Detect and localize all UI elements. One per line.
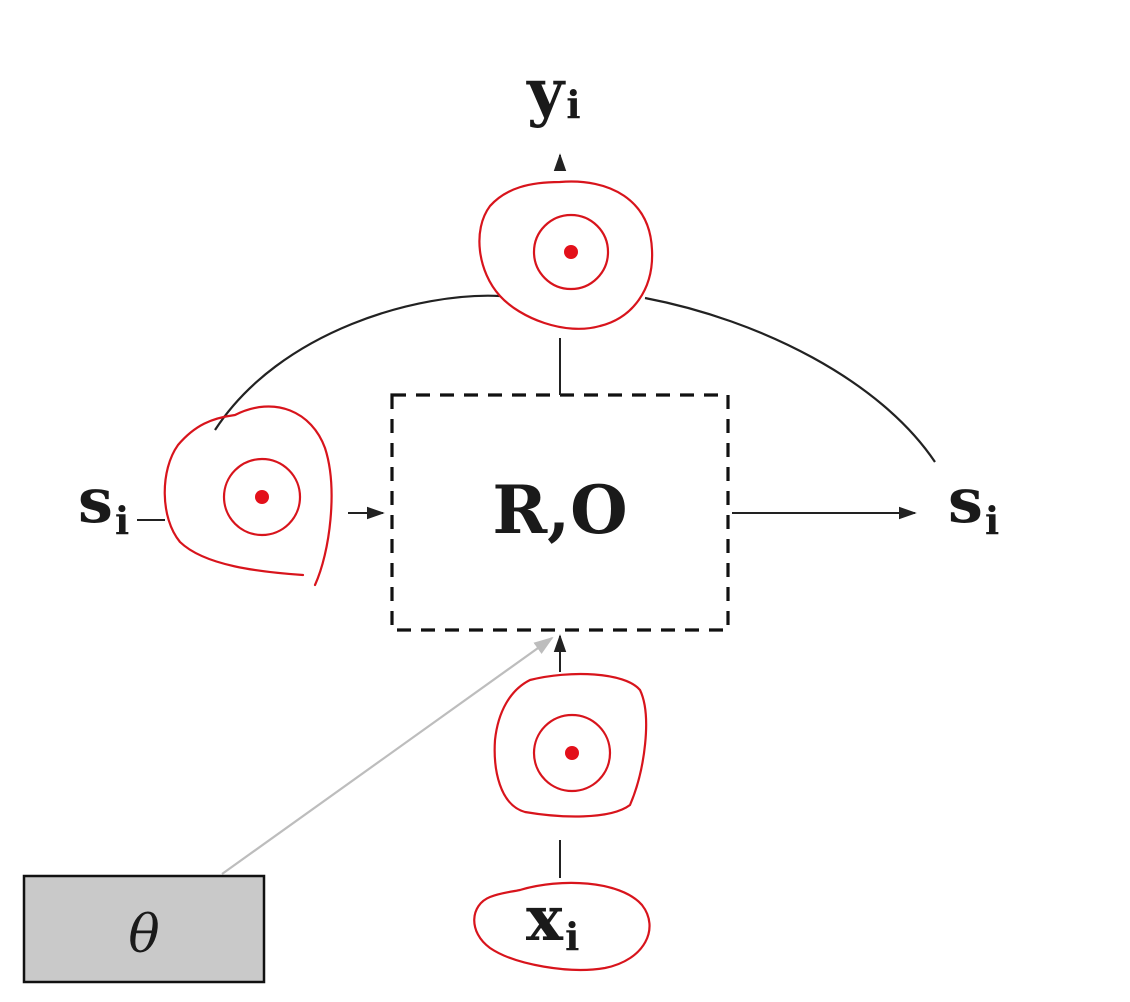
annotation-input	[493, 672, 648, 818]
block-label: R,O	[492, 471, 627, 549]
annotation-state-in-outline	[163, 405, 333, 587]
state-out-label-base: s	[948, 464, 983, 537]
output-label-sub: i	[566, 82, 580, 127]
annotation-state-in-dot	[255, 490, 269, 504]
annotation-input-label-loop	[473, 881, 651, 971]
state-in-label-base: s	[78, 464, 113, 537]
annotation-input-outline	[493, 672, 648, 818]
output-label: yi	[526, 55, 581, 130]
input-label-sub: i	[565, 914, 579, 959]
state-in-label: si	[78, 464, 129, 543]
params-arrow	[221, 636, 554, 875]
state-in-label-sub: i	[115, 498, 129, 543]
annotation-output	[478, 180, 654, 330]
input-label: xi	[526, 882, 579, 959]
annotation-output-dot	[564, 245, 578, 259]
annotation-input-dot	[565, 746, 579, 760]
annotation-output-ring	[532, 213, 610, 291]
output-label-base: y	[526, 55, 566, 130]
state-out-label: si	[948, 464, 999, 543]
input-label-base: x	[526, 882, 564, 955]
recurrence-arc	[214, 294, 936, 463]
annotation-state-in	[163, 405, 333, 587]
state-out-label-sub: i	[985, 498, 999, 543]
params-box	[22, 874, 266, 984]
params-label: θ	[128, 905, 159, 965]
annotation-output-outline	[478, 180, 654, 330]
annotation-input-ring	[532, 713, 612, 793]
annotation-state-in-ring	[222, 457, 302, 537]
